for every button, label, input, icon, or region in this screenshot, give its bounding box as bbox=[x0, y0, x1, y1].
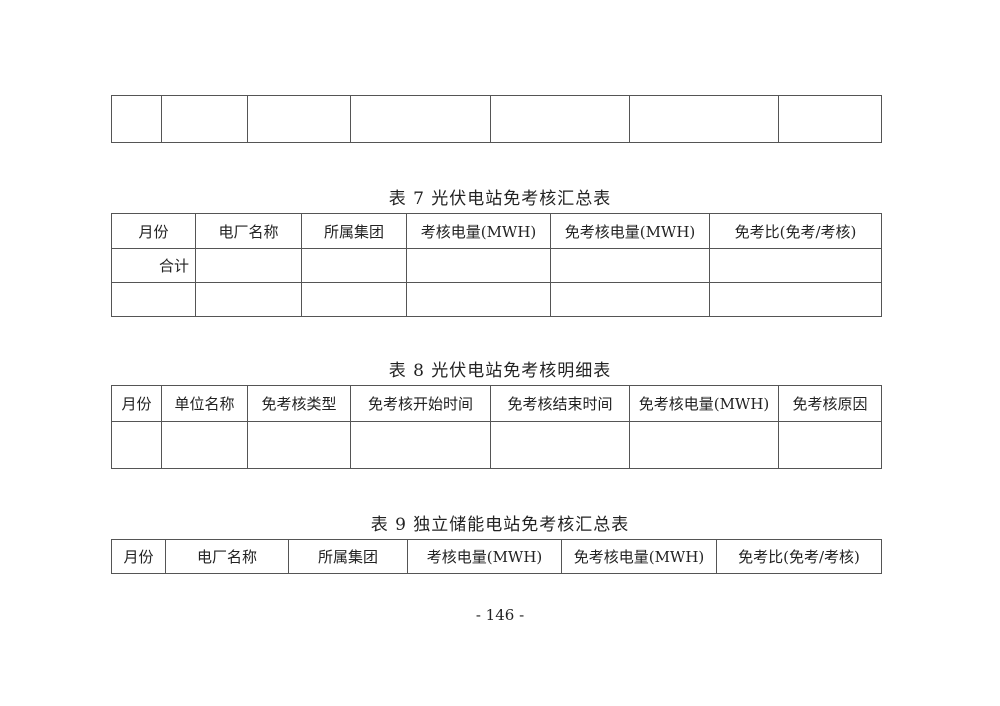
table-header-row: 月份 单位名称 免考核类型 免考核开始时间 免考核结束时间 免考核电量(MWH)… bbox=[111, 385, 882, 422]
table-row: 合计 bbox=[111, 248, 882, 283]
header-cell: 免考比(免考/考核) bbox=[709, 213, 882, 249]
header-cell: 所属集团 bbox=[301, 213, 407, 249]
header-cell: 月份 bbox=[111, 539, 166, 574]
table-row bbox=[111, 421, 882, 469]
header-cell: 月份 bbox=[111, 385, 162, 422]
header-cell: 免考核原因 bbox=[778, 385, 882, 422]
header-cell: 免考核电量(MWH) bbox=[629, 385, 779, 422]
table7-title: 表 7 光伏电站免考核汇总表 bbox=[388, 189, 612, 209]
table9-title: 表 9 独立储能电站免考核汇总表 bbox=[370, 515, 630, 535]
header-cell: 单位名称 bbox=[161, 385, 248, 422]
total-label: 合计 bbox=[111, 248, 196, 283]
header-cell: 免考核电量(MWH) bbox=[550, 213, 710, 249]
header-cell: 免考核开始时间 bbox=[350, 385, 491, 422]
header-cell: 考核电量(MWH) bbox=[407, 539, 562, 574]
continued-table bbox=[111, 95, 882, 143]
table-row bbox=[111, 282, 882, 317]
header-cell: 所属集团 bbox=[288, 539, 408, 574]
header-cell: 考核电量(MWH) bbox=[406, 213, 551, 249]
table7: 月份 电厂名称 所属集团 考核电量(MWH) 免考核电量(MWH) 免考比(免考… bbox=[111, 213, 882, 317]
header-cell: 电厂名称 bbox=[165, 539, 289, 574]
header-cell: 免考核电量(MWH) bbox=[561, 539, 717, 574]
page-number: - 146 - bbox=[475, 606, 525, 624]
table9: 月份 电厂名称 所属集团 考核电量(MWH) 免考核电量(MWH) 免考比(免考… bbox=[111, 539, 882, 574]
table-header-row: 月份 电厂名称 所属集团 考核电量(MWH) 免考核电量(MWH) 免考比(免考… bbox=[111, 539, 882, 574]
table8-title: 表 8 光伏电站免考核明细表 bbox=[388, 361, 612, 381]
table8: 月份 单位名称 免考核类型 免考核开始时间 免考核结束时间 免考核电量(MWH)… bbox=[111, 385, 882, 469]
header-cell: 月份 bbox=[111, 213, 196, 249]
header-cell: 免考比(免考/考核) bbox=[716, 539, 882, 574]
table-header-row: 月份 电厂名称 所属集团 考核电量(MWH) 免考核电量(MWH) 免考比(免考… bbox=[111, 213, 882, 249]
table-row bbox=[111, 95, 882, 143]
header-cell: 电厂名称 bbox=[195, 213, 302, 249]
header-cell: 免考核结束时间 bbox=[490, 385, 630, 422]
header-cell: 免考核类型 bbox=[247, 385, 351, 422]
